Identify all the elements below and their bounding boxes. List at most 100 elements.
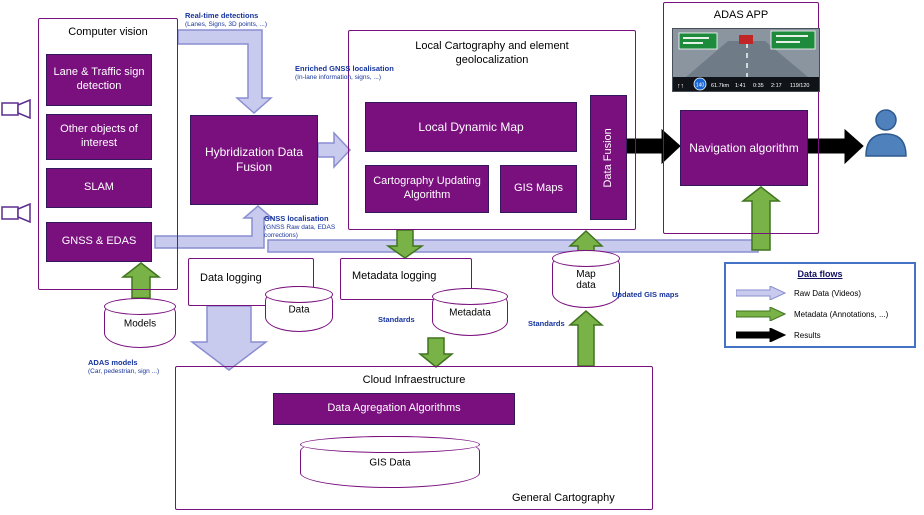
- legend-label: Raw Data (Videos): [794, 288, 861, 298]
- traffic-badge: [739, 35, 753, 44]
- metadata-logging-box: [340, 258, 472, 300]
- hybridization-data-fusion-block: Hybridization Data Fusion: [190, 115, 318, 205]
- raw-data-arrow-detections-to-hybridization: [177, 29, 273, 115]
- data-flows-legend: Data flows Raw Data (Videos) Metadata (A…: [724, 262, 916, 348]
- annotation-title: Real-time detections: [185, 11, 259, 20]
- block-label: SLAM: [84, 181, 114, 194]
- block-label: Lane & Traffic sign detection: [53, 66, 145, 92]
- map-data-cylinder: Map data: [552, 250, 620, 308]
- raw-data-arrow-icon: [736, 286, 786, 300]
- general-cartography-label: General Cartography: [512, 492, 615, 504]
- data-fusion-block: Data Fusion: [590, 95, 627, 220]
- legend-label: Metadata (Annotations, ...): [794, 309, 889, 319]
- gnss-edas-block: GNSS & EDAS: [46, 222, 152, 262]
- results-arrow-icon: [736, 328, 786, 342]
- adas-app-group: ADAS APP: [663, 2, 819, 234]
- annotation-title: Enriched GNSS localisation: [295, 64, 394, 73]
- camera-icon: [1, 202, 31, 224]
- block-label: Navigation algorithm: [689, 140, 799, 155]
- block-label: Data Fusion: [601, 127, 614, 188]
- results-arrow-fusion-to-navigation: [626, 128, 681, 165]
- computer-vision-title: Computer vision: [68, 26, 148, 38]
- updated-gis-maps-annotation: Updated GIS maps: [612, 290, 679, 300]
- annotation-title: Standards: [528, 319, 565, 328]
- annotation-title: GNSS localisation: [264, 214, 329, 223]
- lane-arrows: ↑↑: [677, 83, 684, 90]
- data-logging-box: [188, 258, 314, 306]
- block-label: GNSS & EDAS: [61, 235, 137, 248]
- data-aggregation-block: Data Agregation Algorithms: [273, 393, 515, 425]
- computer-vision-group: Computer vision: [38, 18, 178, 290]
- raw-data-arrow-gnss-to-hybridization: [154, 205, 275, 249]
- nav-status-bar: [673, 77, 819, 91]
- speed-badge: [693, 77, 707, 91]
- speed-value: 140: [696, 83, 705, 89]
- cylinder-label: Map data: [576, 269, 596, 292]
- annotation-title: ADAS models: [88, 358, 138, 367]
- local-cartography-group: Local Cartography and element geolocaliz…: [348, 30, 636, 230]
- metadata-arrow-cartography-to-metadata-logging: [385, 229, 425, 259]
- raw-data-arrow-datalogging-to-cloud: [189, 305, 269, 371]
- annotation-sub: (Lanes, Signs, 3D points, ...): [185, 20, 268, 28]
- annotation-sub: (Car, pedestrian, sign ...): [88, 367, 160, 375]
- legend-label: Results: [794, 330, 821, 340]
- slam-block: SLAM: [46, 168, 152, 208]
- time-value: 2:17: [771, 83, 782, 89]
- metadata-arrow-cloud-to-mapdata: [568, 310, 604, 367]
- block-label: Hybridization Data Fusion: [204, 145, 304, 174]
- metadata-arrow-icon: [736, 307, 786, 321]
- block-label: Local Dynamic Map: [418, 119, 524, 134]
- gnss-localisation-annotation: GNSS localisation (GNSS Raw data, EDAS c…: [264, 214, 349, 241]
- block-label: Cartography Updating Algorithm: [373, 175, 481, 201]
- cartography-updating-block: Cartography Updating Algorithm: [365, 165, 489, 213]
- user-icon: [865, 109, 907, 157]
- cylinder-label: GIS Data: [369, 457, 411, 469]
- road-sign: [770, 30, 816, 50]
- legend-row-results: Results: [736, 328, 821, 342]
- cloud-infrastructure-group: Cloud Infraestructure: [175, 366, 653, 510]
- metadata-arrow-metadata-to-cloud: [417, 337, 455, 368]
- results-arrow-navigation-to-user: [807, 128, 864, 165]
- adas-app-title: ADAS APP: [713, 9, 769, 21]
- cylinder-label: Models: [123, 318, 157, 330]
- nav-screen-graphic: ↑↑ 140 61.7km 1:41 0:35 2:17 119/120: [673, 29, 819, 91]
- metadata-logging-label: Metadata logging: [352, 270, 437, 282]
- raw-data-arrow-hybridization-to-cartography: [317, 131, 352, 169]
- annotation-sub: (In-lane information, signs, ...): [295, 73, 381, 81]
- local-cartography-title: Local Cartography and element geolocaliz…: [415, 40, 569, 67]
- cylinder-label: Data: [288, 304, 310, 316]
- cylinder-label: Metadata: [449, 307, 491, 319]
- enriched-gnss-annotation: Enriched GNSS localisation (In-lane info…: [295, 64, 413, 82]
- legend-row-raw-data: Raw Data (Videos): [736, 286, 861, 300]
- road-sign: [678, 32, 718, 50]
- annotation-title: Updated GIS maps: [612, 290, 679, 299]
- realtime-detections-annotation: Real-time detections (Lanes, Signs, 3D p…: [185, 11, 320, 29]
- metadata-arrow-updated-gis-to-navigation: [740, 186, 782, 251]
- distance-value: 61.7km: [711, 83, 729, 89]
- legend-title: Data flows: [797, 269, 843, 279]
- block-label: Data Agregation Algorithms: [327, 402, 461, 415]
- marker-value: 119/120: [790, 83, 809, 89]
- other-objects-block: Other objects of interest: [46, 114, 152, 160]
- local-dynamic-map-block: Local Dynamic Map: [365, 102, 577, 152]
- time-value: 0:35: [753, 83, 764, 89]
- legend-row-metadata: Metadata (Annotations, ...): [736, 307, 888, 321]
- camera-icon: [1, 98, 31, 120]
- adas-models-annotation: ADAS models (Car, pedestrian, sign ...): [88, 358, 183, 376]
- standards-annotation: Standards: [528, 319, 565, 329]
- gis-maps-block: GIS Maps: [500, 165, 577, 213]
- block-label: GIS Maps: [514, 182, 563, 195]
- cloud-title: Cloud Infraestructure: [362, 374, 466, 386]
- standards-annotation: Standards: [378, 315, 415, 325]
- metadata-cylinder: Metadata: [432, 288, 508, 336]
- data-logging-label: Data logging: [200, 272, 262, 284]
- data-cylinder: Data: [265, 286, 333, 332]
- lane-traffic-sign-detection-block: Lane & Traffic sign detection: [46, 54, 152, 106]
- raw-data-band: [267, 239, 759, 253]
- gis-data-cylinder: GIS Data: [300, 436, 480, 488]
- navigation-screenshot: ↑↑ 140 61.7km 1:41 0:35 2:17 119/120: [672, 28, 820, 92]
- navigation-algorithm-block: Navigation algorithm: [680, 110, 808, 186]
- eta-value: 1:41: [735, 83, 746, 89]
